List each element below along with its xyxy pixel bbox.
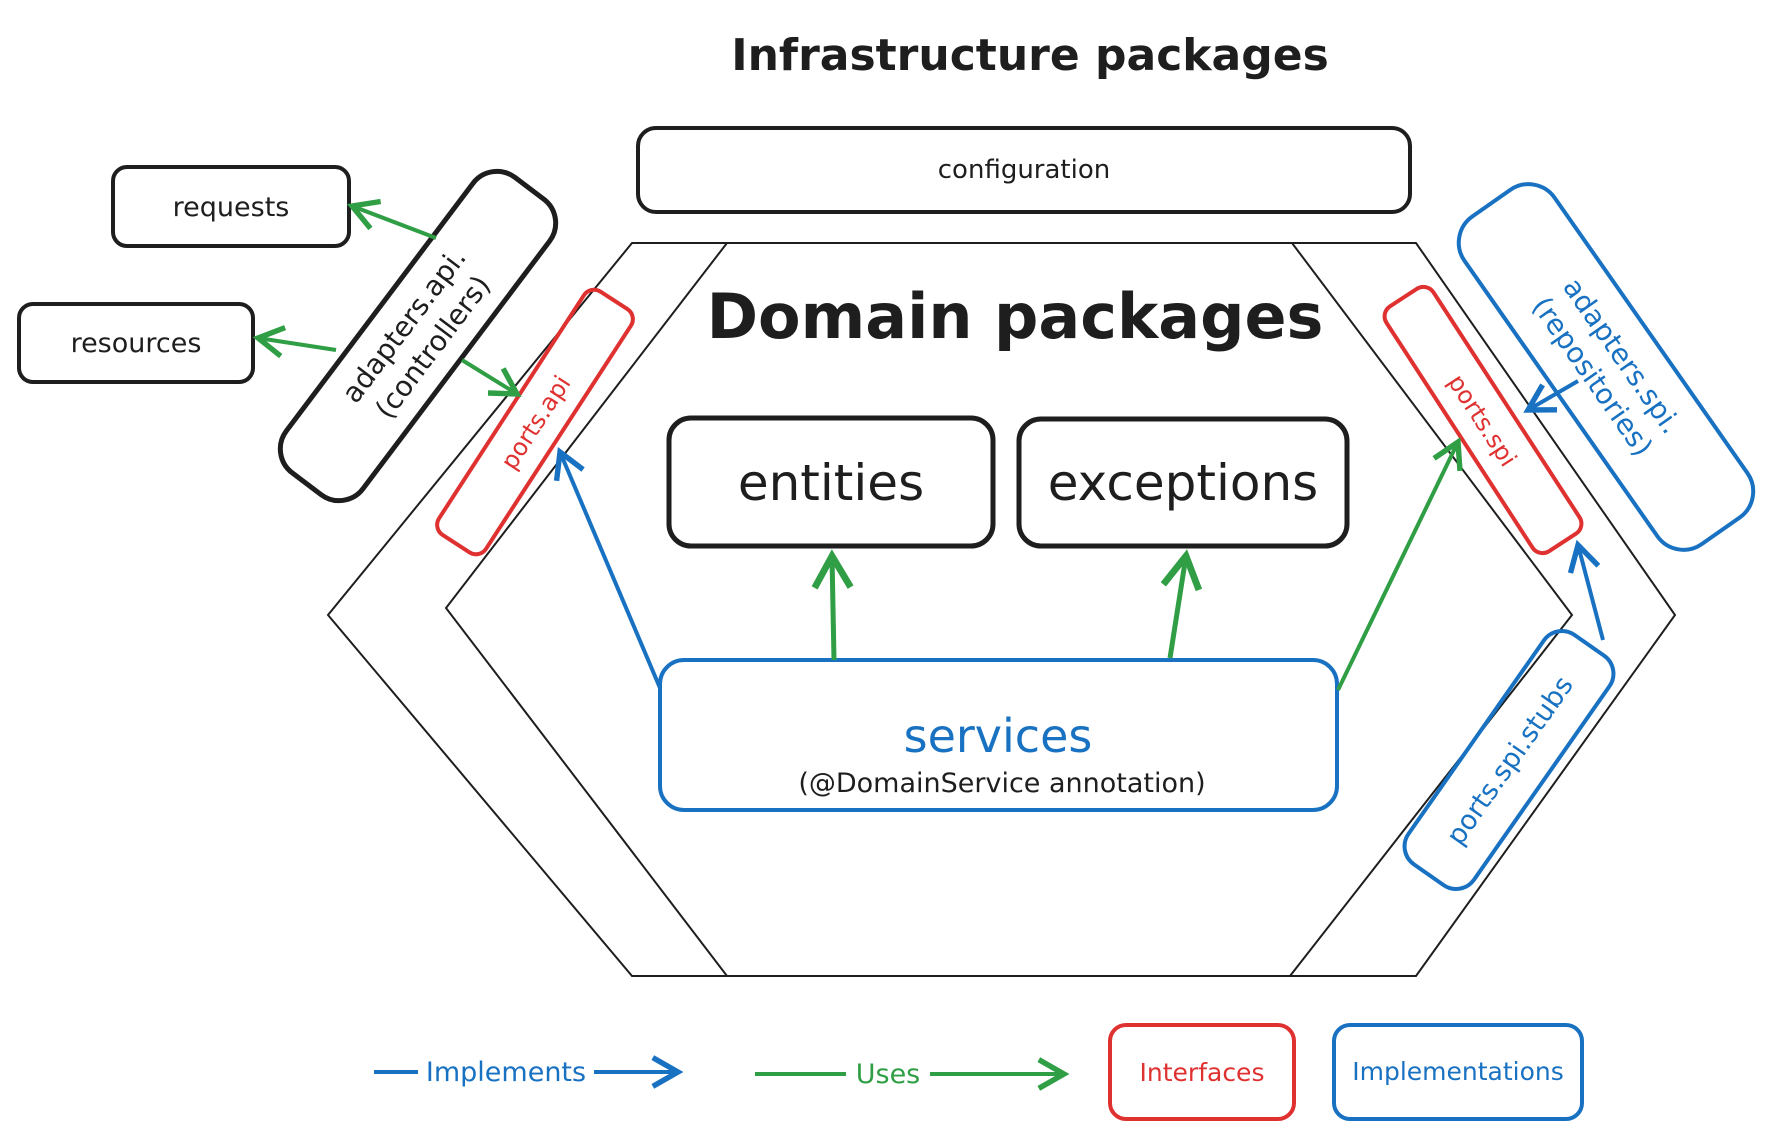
legend-implementations: Implementations (1332, 1023, 1584, 1121)
legend-interfaces: Interfaces (1108, 1023, 1296, 1121)
resources-box: resources (17, 302, 255, 384)
uses-arrow-adapters-to-ports-api (460, 358, 522, 397)
requests-box: requests (111, 165, 351, 248)
domain-hexagon (444, 242, 1574, 977)
services-annotation: (@DomainService annotation) (798, 768, 1205, 799)
ports-spi-label: ports.spi (1442, 369, 1522, 471)
uses-arrow-services-to-entities (811, 549, 854, 661)
uses-arrow-services-to-ports-spi (1336, 437, 1463, 691)
legend-uses: Uses (755, 1057, 1070, 1092)
exceptions-label: exceptions (1048, 454, 1318, 512)
adapters-spi-box: adapters.spi. (repositories) (1456, 182, 1756, 552)
legend-interfaces-label: Interfaces (1140, 1058, 1265, 1087)
legend-uses-label: Uses (856, 1059, 921, 1090)
uses-arrow-adapters-to-requests (346, 198, 437, 240)
infrastructure-title: Infrastructure packages (731, 30, 1329, 81)
configuration-box: configuration (636, 126, 1412, 214)
entities-box: entities (666, 415, 996, 549)
services-label: services (904, 709, 1093, 763)
legend-implements-label: Implements (426, 1057, 586, 1088)
legend-implementations-label: Implementations (1352, 1057, 1564, 1086)
requests-label: requests (173, 192, 290, 223)
services-box: services (@DomainService annotation) (658, 658, 1339, 812)
entities-label: entities (738, 454, 924, 512)
uses-arrow-adapters-to-resources (252, 325, 337, 359)
domain-title: Domain packages (707, 280, 1324, 353)
uses-arrow-services-to-exceptions (1160, 549, 1203, 659)
infrastructure-hexagon (326, 242, 1677, 977)
exceptions-box: exceptions (1016, 416, 1350, 549)
configuration-label: configuration (938, 155, 1110, 185)
implements-arrow-adapters-spi-to-ports-spi (1523, 379, 1580, 413)
resources-label: resources (71, 328, 202, 359)
ports-spi-stubs-box: ports.spi.stubs (1402, 629, 1616, 891)
implements-arrow-services-to-ports-api (553, 446, 662, 689)
legend-implements: Implements (374, 1055, 684, 1090)
implements-arrow-stubs-to-ports-spi (1567, 539, 1605, 641)
